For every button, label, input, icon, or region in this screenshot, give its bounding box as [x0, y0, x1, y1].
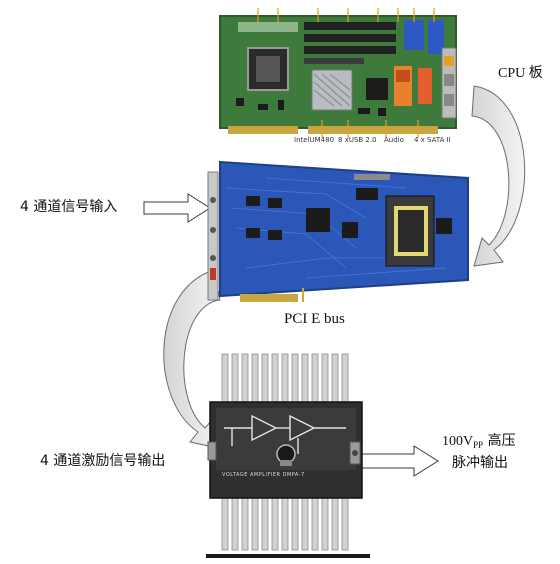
- cpu-board-image: [218, 8, 466, 143]
- hv-output-label-line2: 脉冲输出: [452, 455, 508, 471]
- curved-arrow-cpu-to-pcie: [471, 85, 526, 267]
- curved-arrow-pcie-to-amp: [163, 269, 221, 449]
- cpu-silk-1: IntelUM480: [294, 136, 335, 144]
- hv-output-label-line1: 100VPP 高压: [442, 430, 516, 450]
- hv-value: 100V: [442, 434, 474, 449]
- pcie-board-image: [206, 158, 474, 310]
- amplifier-image: [206, 350, 370, 560]
- cpu-silk-3: Audio: [384, 136, 404, 144]
- input-arrow: [143, 193, 211, 223]
- amplifier-silkscreen: VOLTAGE AMPLIFIER DMPA-7: [222, 472, 305, 478]
- cpu-silk-2: 8 xUSB 2.0: [338, 136, 377, 144]
- input-label: 4 通道信号输入: [20, 199, 118, 215]
- hv-subscript: PP: [473, 440, 484, 450]
- hv-suffix: 高压: [483, 433, 516, 449]
- cpu-board-label: CPU 板: [498, 66, 543, 81]
- cpu-silk-4: 4 x SATA II: [414, 136, 451, 144]
- pcie-bus-label: PCI E bus: [284, 311, 345, 327]
- output-arrow: [361, 445, 439, 477]
- excitation-output-label: 4 通道激励信号输出: [40, 453, 166, 469]
